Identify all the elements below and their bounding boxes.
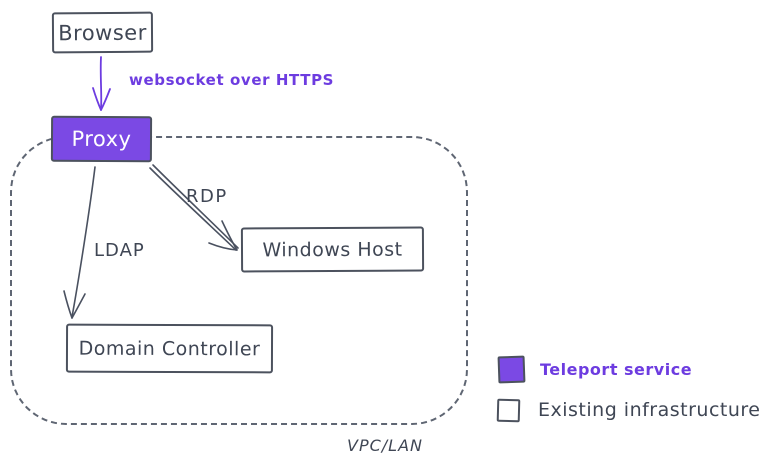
arrow-browser-to-proxy (92, 56, 111, 111)
legend-label-existing-infrastructure: Existing infrastructure (538, 399, 761, 421)
node-proxy-label: Proxy (71, 126, 132, 152)
node-domain-controller-label: Domain Controller (78, 337, 261, 360)
legend-swatch-teleport-service (497, 355, 526, 384)
node-proxy: Proxy (50, 115, 153, 163)
node-browser-label: Browser (58, 20, 147, 45)
node-windows-host: Windows Host (240, 226, 425, 273)
legend-label-teleport-service: Teleport service (540, 360, 693, 379)
vpc-lan-label: VPC/LAN (347, 436, 423, 455)
node-windows-host-label: Windows Host (262, 238, 403, 261)
edge-label-rdp: RDP (186, 186, 228, 207)
node-browser: Browser (51, 11, 154, 54)
edge-label-websocket-over-https: websocket over HTTPS (129, 71, 335, 89)
legend-swatch-existing-infrastructure (496, 398, 521, 423)
edge-label-ldap: LDAP (94, 240, 145, 261)
vpc-lan-boundary (10, 136, 468, 425)
node-domain-controller: Domain Controller (65, 323, 274, 374)
